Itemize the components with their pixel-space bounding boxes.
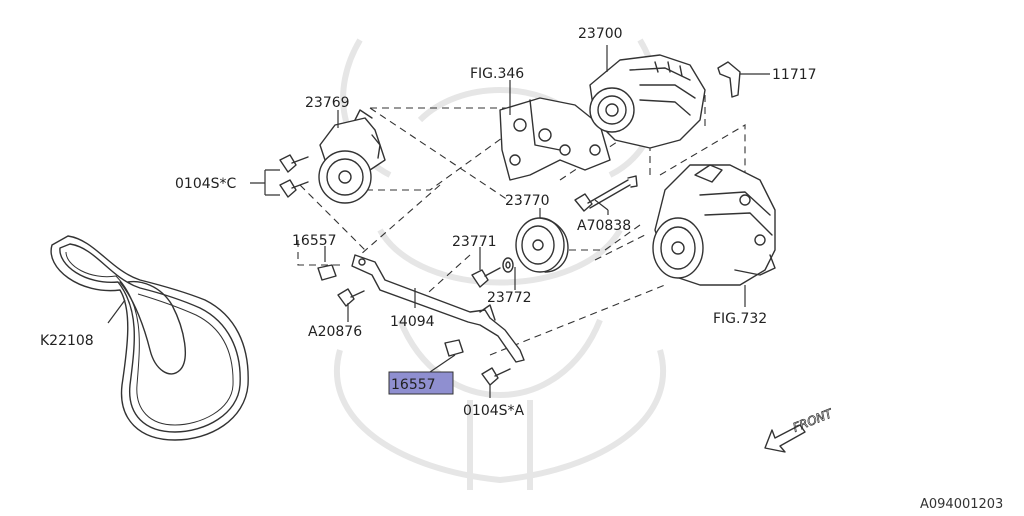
- clip-11717: [717, 61, 741, 98]
- bolt-a20876: [337, 288, 365, 307]
- label-14094[interactable]: 14094: [390, 314, 435, 330]
- label-16557-top[interactable]: 16557: [292, 233, 337, 249]
- label-11717[interactable]: 11717: [772, 67, 817, 83]
- label-23769[interactable]: 23769: [305, 95, 350, 111]
- bolt-23771: [471, 267, 501, 288]
- alternator: [589, 54, 706, 149]
- bracket-fig346: [499, 97, 611, 181]
- front-label: FRONT: [791, 406, 836, 435]
- label-0104s-a[interactable]: 0104S*A: [463, 403, 525, 419]
- diagram-code: A094001203: [920, 497, 1003, 512]
- highlight-box: [388, 371, 454, 395]
- washer-23772: [502, 257, 514, 273]
- label-fig346[interactable]: FIG.346: [470, 66, 524, 82]
- label-k22108[interactable]: K22108: [40, 333, 94, 349]
- tensioner-assembly: [318, 109, 386, 204]
- label-a70838[interactable]: A70838: [577, 218, 631, 234]
- label-23700[interactable]: 23700: [578, 26, 623, 42]
- label-16557-highlighted[interactable]: 16557: [391, 377, 436, 393]
- compressor-fig732: [652, 164, 776, 286]
- idler-pulley: [515, 217, 569, 273]
- damper-16557-highlighted: [444, 339, 464, 357]
- drive-belt: [50, 235, 249, 441]
- damper-16557-top: [317, 264, 337, 281]
- label-a20876[interactable]: A20876: [308, 324, 362, 340]
- label-fig732[interactable]: FIG.732: [713, 311, 767, 327]
- long-bolt-a70838: [574, 175, 638, 212]
- bolt-0104s-a: [481, 367, 511, 386]
- label-23771[interactable]: 23771: [452, 234, 497, 250]
- label-0104s-c[interactable]: 0104S*C: [175, 176, 237, 192]
- leader-lines: [107, 45, 770, 398]
- label-23770[interactable]: 23770: [505, 193, 550, 209]
- rod-14094: [351, 254, 525, 363]
- front-arrow: FRONT: [764, 405, 836, 453]
- bolts-0104s-c: [279, 154, 309, 198]
- label-23772[interactable]: 23772: [487, 290, 532, 306]
